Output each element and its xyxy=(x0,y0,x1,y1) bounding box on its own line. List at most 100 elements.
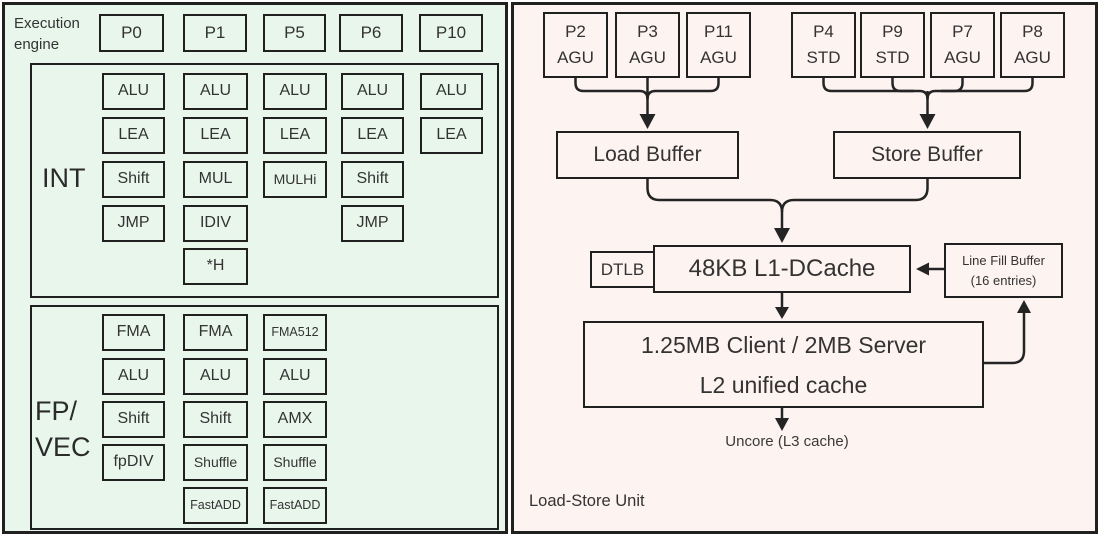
port-P11-label: P11 xyxy=(704,22,733,41)
dtlb-box: DTLB xyxy=(590,251,655,288)
fp-unit-amx: AMX xyxy=(263,401,327,438)
port-P5-label: P5 xyxy=(284,23,305,43)
buffers-to-l1-arrow xyxy=(646,179,929,243)
int-unit-shift-label: Shift xyxy=(117,170,150,188)
fp-vec-label-line1: FP/ xyxy=(35,396,78,426)
port-P7-label: P7 xyxy=(952,22,973,41)
int-unit-idiv-label: IDIV xyxy=(199,214,232,232)
port-P1-label: P1 xyxy=(204,23,226,43)
execution-engine-title: Execution engine xyxy=(14,15,80,53)
store-buffer-box: Store Buffer xyxy=(833,131,1021,179)
line-fill-buffer-line1: Line Fill Buffer xyxy=(962,252,1045,268)
port-P1: P1 xyxy=(183,14,247,52)
int-unit-lea-label: LEA xyxy=(118,126,149,144)
fp-vec-section-label: FP/ VEC xyxy=(35,393,91,465)
fp-unit-fma512: FMA512 xyxy=(263,314,327,351)
l1-dcache-box: 48KB L1-DCache xyxy=(653,245,911,293)
fp-unit-shuffle: Shuffle xyxy=(263,444,327,481)
port-P7-label: AGU xyxy=(944,48,981,67)
int-unit-lea-label: LEA xyxy=(279,126,311,144)
int-unit-jmp: JMP xyxy=(102,205,165,242)
load-buffer-box: Load Buffer xyxy=(556,131,739,179)
port-P11-label: AGU xyxy=(700,48,737,67)
fp-unit-fastadd: FastADD xyxy=(263,487,327,524)
fp-vec-section-frame xyxy=(30,305,499,530)
int-unit-lea: LEA xyxy=(420,117,483,154)
execution-engine-panel: Execution engine INT FP/ VEC P0 P1 P5 P6 P10… xyxy=(2,2,508,534)
fp-unit-fma: FMA xyxy=(183,314,248,351)
int-unit-lea-label: LEA xyxy=(200,126,231,144)
int-unit-lea: LEA xyxy=(341,117,404,154)
fp-unit-shuffle: Shuffle xyxy=(183,444,248,481)
fp-unit-shift-label: Shift xyxy=(117,410,150,428)
fp-unit-shuffle-label: Shuffle xyxy=(273,454,317,471)
int-unit-jmp-label: JMP xyxy=(356,214,389,232)
fp-unit-fma-label: FMA xyxy=(116,323,151,341)
fp-unit-fma512-label: FMA512 xyxy=(271,325,319,340)
port-P0: P0 xyxy=(99,14,164,52)
int-unit-shift-label: Shift xyxy=(356,170,389,188)
int-unit-mulhi: MULHi xyxy=(263,161,327,198)
port-P4-label: P4 xyxy=(813,22,834,41)
port-P6-label: P6 xyxy=(360,23,382,43)
l1-to-l2-arrow xyxy=(775,293,789,319)
port-P8-label: P8 xyxy=(1022,22,1043,41)
fp-unit-fastadd: FastADD xyxy=(183,487,248,524)
int-unit-alu: ALU xyxy=(420,73,483,110)
int-unit-alu-label: ALU xyxy=(356,82,389,100)
int-unit-lea: LEA xyxy=(102,117,165,154)
fp-unit-alu-label: ALU xyxy=(279,367,311,385)
port-P3-label: P3 xyxy=(637,22,658,41)
int-unit-mulhi-label: MULHi xyxy=(273,171,317,188)
int-unit-lea: LEA xyxy=(183,117,248,154)
lfb-to-l1-arrow xyxy=(916,262,944,276)
int-unit-jmp-label: JMP xyxy=(117,214,150,232)
line-fill-buffer-box: Line Fill Buffer (16 entries) xyxy=(944,243,1063,298)
l2-cache-box: 1.25MB Client / 2MB Server L2 unified ca… xyxy=(583,321,984,408)
int-unit-lea: LEA xyxy=(263,117,327,154)
fp-vec-label-line2: VEC xyxy=(35,432,91,462)
fp-unit-fma: FMA xyxy=(102,314,165,351)
fp-unit-shift: Shift xyxy=(102,401,165,438)
port-P2-label: P2 xyxy=(565,22,586,41)
fp-unit-fma-label: FMA xyxy=(198,323,233,341)
port-P2-label: AGU xyxy=(557,48,594,67)
int-unit-lea-label: LEA xyxy=(357,126,388,144)
fp-unit-fastadd-label: FastADD xyxy=(269,498,321,513)
fp-unit-alu-label: ALU xyxy=(117,367,150,385)
int-unit-alu: ALU xyxy=(341,73,404,110)
int-unit-alu: ALU xyxy=(263,73,327,110)
l2-cache-line2: L2 unified cache xyxy=(699,371,868,398)
int-unit-starh: *H xyxy=(183,248,248,285)
l2-cache-line1: 1.25MB Client / 2MB Server xyxy=(640,331,927,358)
port-P4-label: STD xyxy=(806,48,841,67)
int-unit-mul-label: MUL xyxy=(198,170,233,188)
fp-unit-shift-label: Shift xyxy=(199,410,232,428)
int-unit-alu: ALU xyxy=(102,73,165,110)
int-unit-alu-label: ALU xyxy=(117,82,150,100)
l2-to-uncore-arrow xyxy=(775,408,789,431)
fp-unit-fastadd-label: FastADD xyxy=(190,498,241,513)
int-unit-alu: ALU xyxy=(183,73,248,110)
int-unit-jmp: JMP xyxy=(341,205,404,242)
fp-unit-alu: ALU xyxy=(102,358,165,395)
fp-unit-fpdiv: fpDIV xyxy=(102,444,165,481)
fp-unit-alu-label: ALU xyxy=(199,367,232,385)
l2-to-lfb-arrow xyxy=(984,300,1031,365)
int-unit-idiv: IDIV xyxy=(183,205,248,242)
port-P10-label: P10 xyxy=(435,23,467,43)
port-P9-label: P9 xyxy=(882,22,903,41)
int-section-frame xyxy=(30,63,499,298)
int-unit-shift: Shift xyxy=(341,161,404,198)
load-store-unit-title: Load-Store Unit xyxy=(529,492,645,510)
uncore-label: Uncore (L3 cache) xyxy=(725,433,849,450)
int-section-label: INT xyxy=(42,163,86,193)
port-P3-label: AGU xyxy=(629,48,666,67)
fp-unit-shift: Shift xyxy=(183,401,248,438)
int-unit-shift: Shift xyxy=(102,161,165,198)
